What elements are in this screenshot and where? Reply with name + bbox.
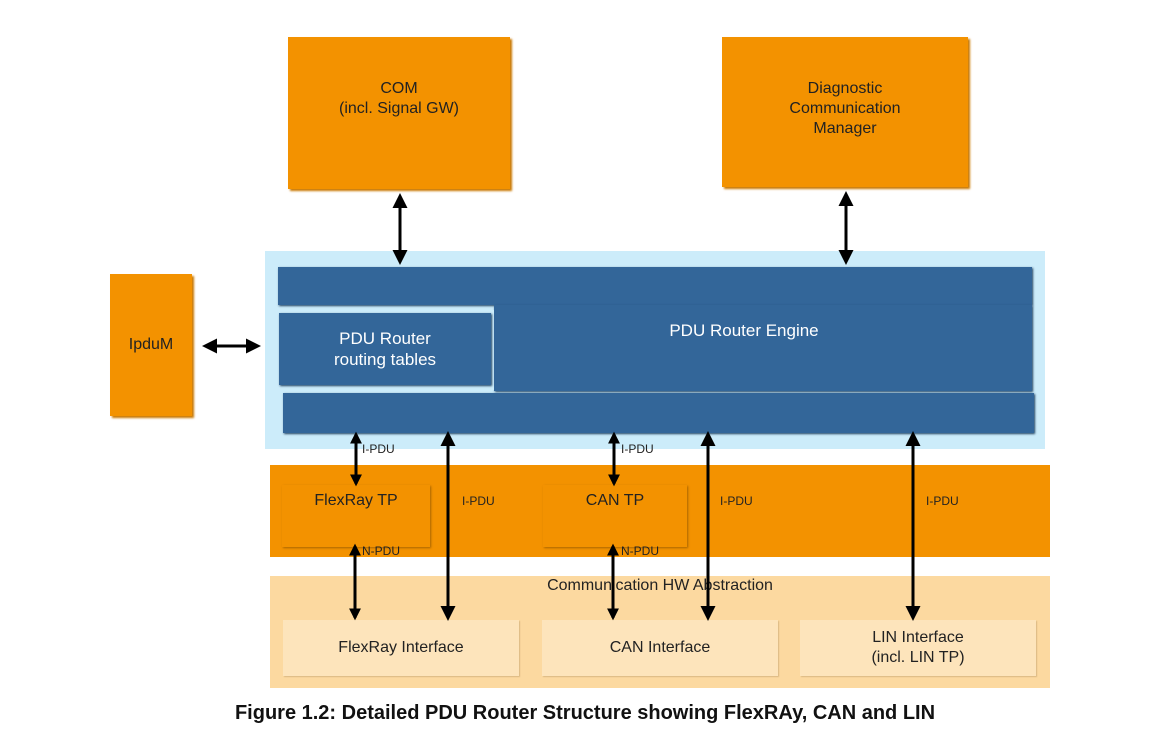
hw-abstraction-label: Communication HW Abstraction [547,577,773,594]
ipdum-label: IpduM [128,336,174,353]
engine-label: PDU Router Engine [669,320,819,340]
ipdum-module: IpduM [110,274,192,416]
com-module-label: COM (incl. Signal GW) [338,80,460,117]
com-module: COM (incl. Signal GW) [288,37,510,189]
flexray-interface-label: FlexRay Interface [338,639,464,656]
ipdu-label-flexray-if: I-PDU [462,494,495,508]
routing-tables: PDU Router routing tables [279,313,491,385]
ipdu-label-can-if: I-PDU [720,494,753,508]
router-engine [494,305,1032,391]
can-tp: CAN TP [543,485,687,547]
flexray-tp-label: FlexRay TP [314,492,398,509]
lin-interface-label: LIN Interface (incl. LIN TP) [871,629,965,666]
flexray-interface: FlexRay Interface [283,620,519,676]
ipdu-label-lin-if: I-PDU [926,494,959,508]
dcm-module: Diagnostic Communication Manager [722,37,968,187]
engine-label-wrap: PDU Router Engine [494,318,994,342]
can-interface: CAN Interface [542,620,778,676]
routing-tables-label: PDU Router routing tables [333,329,437,369]
ipdu-label-can-tp: I-PDU [621,442,654,456]
router-bottom-bar [283,393,1034,433]
router-top-bar [278,267,1032,305]
hw-abstraction-label-wrap: Communication HW Abstraction [270,576,1050,596]
npdu-label-can: N-PDU [621,544,659,558]
ipdu-label-flexray-tp: I-PDU [362,442,395,456]
npdu-label-flexray: N-PDU [362,544,400,558]
figure-caption: Figure 1.2: Detailed PDU Router Structur… [234,702,936,724]
flexray-tp: FlexRay TP [282,485,430,547]
dcm-module-label: Diagnostic Communication Manager [789,80,901,137]
can-tp-label: CAN TP [585,492,645,509]
lin-interface: LIN Interface (incl. LIN TP) [800,620,1036,676]
can-interface-label: CAN Interface [609,639,711,656]
